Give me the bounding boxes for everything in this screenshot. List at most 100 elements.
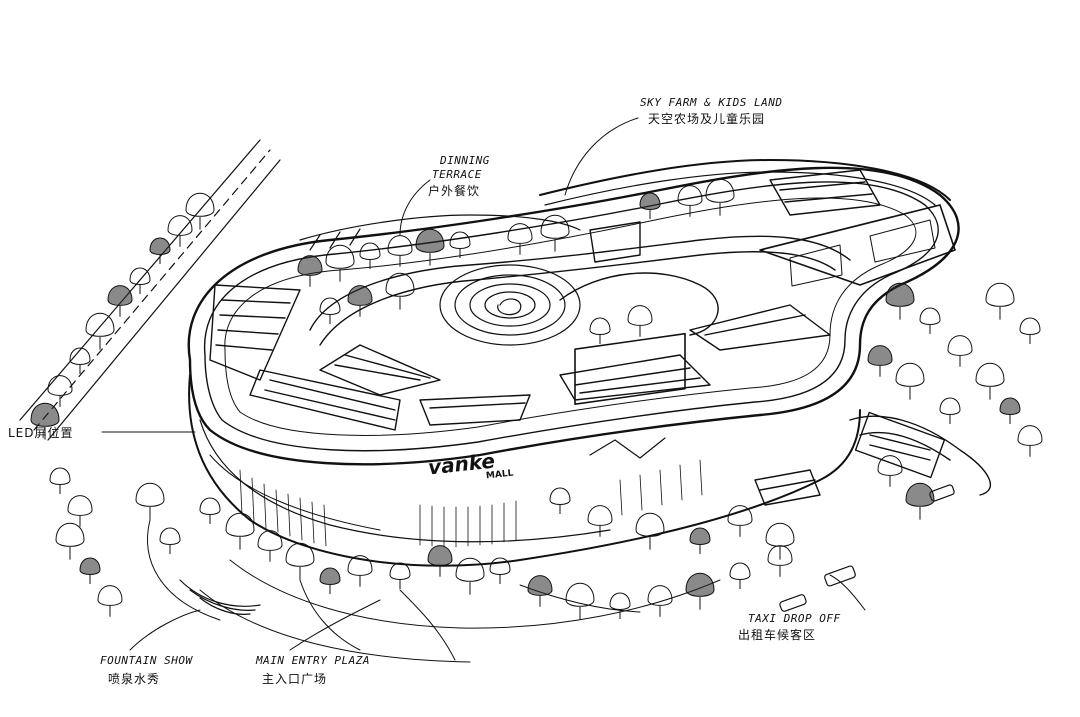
roof-track — [309, 235, 851, 346]
skylight-south — [249, 369, 401, 431]
tree-icon — [47, 375, 73, 407]
tree-icon — [30, 402, 60, 440]
tree-icon — [885, 282, 915, 320]
side-road — [19, 139, 281, 441]
tree-icon — [319, 567, 341, 594]
tree-icon — [55, 522, 85, 560]
car-icon — [824, 565, 856, 587]
tree-icon — [79, 557, 101, 584]
tree-icon — [729, 562, 751, 589]
tree-icon — [319, 297, 341, 324]
tree-icon — [285, 542, 315, 580]
tree-icon — [449, 231, 471, 258]
fountain — [179, 579, 261, 615]
skylight-center — [319, 344, 441, 396]
tree-icon — [427, 545, 453, 577]
tree-icon — [689, 527, 711, 554]
tree-icon — [919, 307, 941, 334]
tree-icon — [389, 562, 411, 589]
tree-icon — [135, 482, 165, 520]
tree-icon — [507, 223, 533, 255]
fountain-label-cn: 喷泉水秀 — [108, 672, 161, 686]
tree-icon — [627, 305, 653, 337]
tree-icon — [589, 317, 611, 344]
tree-icon — [947, 335, 973, 367]
skylight-east — [559, 354, 711, 401]
tree-icon — [149, 237, 171, 264]
tree-icon — [985, 282, 1015, 320]
tree-icon — [565, 582, 595, 620]
tree-icon — [225, 512, 255, 550]
tree-icon — [159, 527, 181, 554]
skylight-north — [769, 169, 881, 216]
tree-icon — [905, 482, 935, 520]
tree-icon — [67, 495, 93, 527]
dining-label-line1: DINNING — [440, 154, 490, 167]
skylights — [209, 169, 881, 431]
tree-icon — [999, 397, 1021, 424]
tree-icon — [587, 505, 613, 537]
tree-icon — [129, 267, 151, 294]
kiosk — [754, 469, 821, 506]
tree-icon — [347, 555, 373, 587]
fountain-label: FOUNTAIN SHOW — [100, 654, 193, 667]
tree-icon — [635, 512, 665, 550]
skylight-middle — [419, 394, 531, 426]
tree-icon — [609, 592, 631, 619]
tree-icon — [540, 214, 570, 252]
entry-plaza — [147, 519, 721, 663]
led-label: LED屏位置 — [8, 426, 74, 440]
tree-icon — [415, 228, 445, 266]
sky-farm-label-cn: 天空农场及儿童乐园 — [648, 112, 766, 126]
tree-icon — [85, 312, 115, 350]
tree-icon — [385, 272, 415, 310]
tree-icon — [1019, 317, 1041, 344]
roof-outer-ring — [187, 166, 960, 466]
tree-icon — [767, 545, 793, 577]
sky-farm-label: SKY FARM & KIDS LAND — [640, 96, 783, 109]
tree-icon — [975, 362, 1005, 400]
taxi-label-cn: 出租车候客区 — [738, 628, 817, 642]
dining-terrace — [299, 214, 581, 251]
tree-icon — [527, 575, 553, 607]
tree-icon — [49, 467, 71, 494]
tree-icon — [257, 530, 283, 562]
tree-icon — [895, 362, 925, 400]
tree-icon — [867, 345, 893, 377]
tree-icon — [387, 235, 413, 267]
tree-icon — [647, 585, 673, 617]
east-ramp — [849, 411, 992, 496]
spiral-garden — [439, 264, 581, 346]
dining-label-line2: TERRACE — [432, 168, 482, 181]
signage-panel — [574, 332, 686, 405]
tree-icon — [359, 242, 381, 269]
tree-icon — [167, 215, 193, 247]
tree-icon — [185, 192, 215, 230]
tree-icon — [939, 397, 961, 424]
trees — [30, 178, 1043, 620]
tree-icon — [1017, 425, 1043, 457]
skylight-ne — [689, 304, 831, 351]
tree-icon — [685, 572, 715, 610]
skylight-upper — [589, 221, 641, 263]
tree-icon — [677, 185, 703, 217]
dining-label-cn: 户外餐饮 — [428, 184, 481, 198]
tree-icon — [297, 255, 323, 287]
main-entry-label: MAIN ENTRY PLAZA — [256, 654, 370, 667]
tree-icon — [347, 285, 373, 317]
roof-north-band — [539, 159, 951, 201]
tree-icon — [727, 505, 753, 537]
tree-icon — [705, 178, 735, 216]
tree-icon — [639, 192, 661, 219]
main-entry-label-cn: 主入口广场 — [262, 672, 328, 686]
tree-icon — [877, 455, 903, 487]
taxi-label: TAXI DROP OFF — [748, 612, 841, 625]
tree-icon — [199, 497, 221, 524]
skylight-west — [209, 284, 301, 381]
tree-icon — [765, 522, 795, 560]
tree-icon — [549, 487, 571, 514]
tree-icon — [455, 557, 485, 595]
tree-icon — [107, 285, 133, 317]
car-icon — [779, 594, 807, 612]
